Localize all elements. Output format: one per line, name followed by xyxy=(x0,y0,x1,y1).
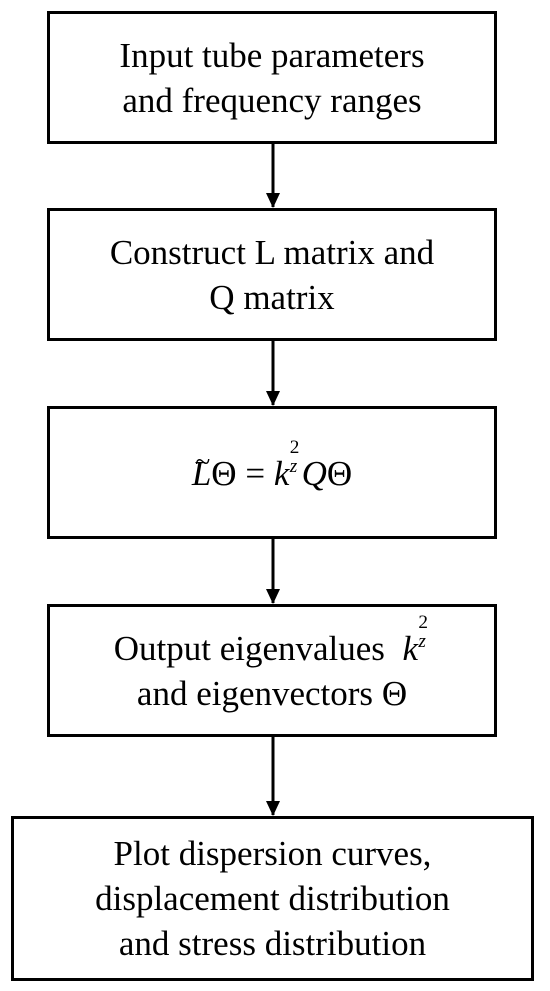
l-symbol: L xyxy=(191,453,212,493)
arrow-input-to-construct xyxy=(266,143,280,208)
step-construct-line-1: Construct L matrix and xyxy=(109,232,435,272)
q-symbol: Q xyxy=(301,453,327,493)
output-eigenvalues-text: Output eigenvalues xyxy=(113,629,385,668)
arrow-output-to-plot xyxy=(266,737,280,816)
output-k-subscript: z xyxy=(418,631,426,653)
output-k-superscript: 2 xyxy=(418,612,428,634)
step-output-line-2: and eigenvectors Θ xyxy=(137,671,407,716)
arrow-equation-to-output xyxy=(266,539,280,604)
step-plot-line-3: and stress distribution xyxy=(118,924,427,963)
step-input-line-2: and frequency ranges xyxy=(122,80,422,120)
step-plot-line-1: Plot dispersion curves, xyxy=(113,834,432,873)
tilde-accent: ~ xyxy=(195,446,211,478)
theta-symbol-rhs: Θ xyxy=(326,453,353,493)
output-k-symbol: k xyxy=(402,629,418,668)
k-subscript: z xyxy=(289,455,298,477)
k-symbol: k xyxy=(273,453,290,493)
step-construct-box: Construct L matrix and Q matrix xyxy=(47,208,497,341)
k-superscript: 2 xyxy=(289,436,300,458)
step-construct-line-2: Q matrix xyxy=(209,277,335,317)
step-input-line-1: Input tube parameters xyxy=(119,35,425,75)
step-plot-box: Plot dispersion curves, displacement dis… xyxy=(11,816,534,981)
output-theta-symbol: Θ xyxy=(381,674,408,713)
output-eigenvectors-text: and eigenvectors xyxy=(136,674,374,713)
equals-sign: = xyxy=(245,453,266,493)
arrow-construct-to-equation xyxy=(266,341,280,406)
theta-symbol-lhs: Θ xyxy=(211,453,237,493)
step-plot-line-2: displacement distribution xyxy=(95,879,450,918)
step-input-box: Input tube parameters and frequency rang… xyxy=(47,11,497,144)
